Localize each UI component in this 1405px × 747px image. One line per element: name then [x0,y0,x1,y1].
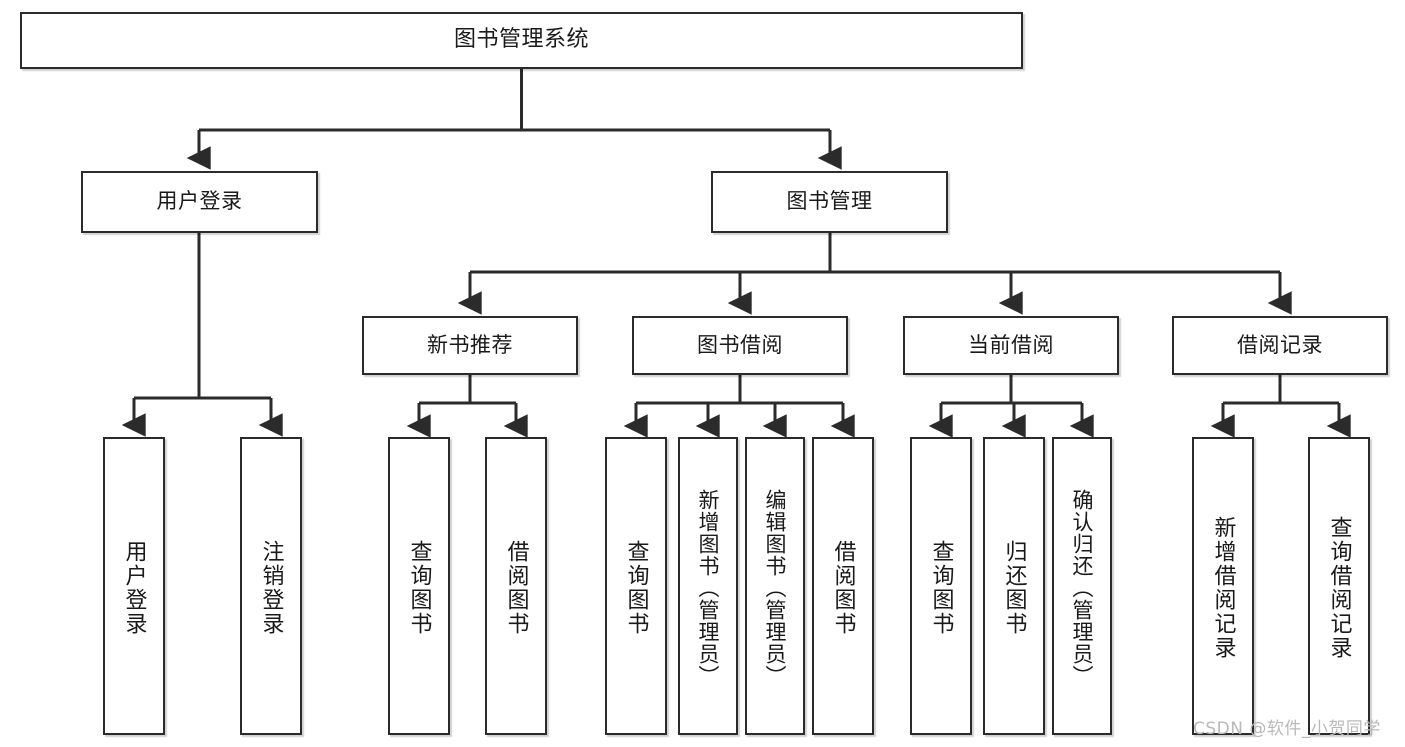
leaf-add-book[interactable]: 新增图书（管理员） [678,437,738,735]
leaf-query-book-1[interactable]: 查询图书 [388,437,450,735]
node-new-book-recommend[interactable]: 新书推荐 [362,316,578,375]
node-current-borrow-label: 当前借阅 [968,332,1054,357]
node-borrow-record-label: 借阅记录 [1237,332,1323,357]
leaf-return-book-label: 归还图书 [1001,540,1027,636]
node-book-manage[interactable]: 图书管理 [711,171,948,233]
leaf-query-book-2-label: 查询图书 [623,540,649,636]
node-current-borrow[interactable]: 当前借阅 [903,316,1119,375]
leaf-user-login[interactable]: 用户登录 [103,437,165,735]
leaf-return-book[interactable]: 归还图书 [983,437,1045,735]
leaf-confirm-return[interactable]: 确认归还（管理员） [1052,437,1112,735]
leaf-borrow-book-2[interactable]: 借阅图书 [812,437,874,735]
leaf-borrow-book-1[interactable]: 借阅图书 [485,437,547,735]
leaf-user-login-label: 用户登录 [121,540,147,636]
leaf-query-book-1-label: 查询图书 [406,540,432,636]
node-root[interactable]: 图书管理系统 [20,12,1023,69]
leaf-query-book-3-label: 查询图书 [928,540,954,636]
leaf-logout[interactable]: 注销登录 [240,437,302,735]
leaf-borrow-book-2-label: 借阅图书 [830,540,856,636]
leaf-query-book-2[interactable]: 查询图书 [605,437,667,735]
leaf-add-book-label: 新增图书（管理员） [696,489,721,687]
leaf-confirm-return-label: 确认归还（管理员） [1070,489,1095,687]
node-book-borrow-label: 图书借阅 [697,332,783,357]
leaf-add-borrow-record-label: 新增借阅记录 [1210,516,1236,660]
node-user-login[interactable]: 用户登录 [81,171,318,233]
leaf-query-borrow-record-label: 查询借阅记录 [1326,516,1352,660]
leaf-add-borrow-record[interactable]: 新增借阅记录 [1192,437,1254,735]
node-book-manage-label: 图书管理 [786,189,873,214]
leaf-borrow-book-1-label: 借阅图书 [503,540,529,636]
node-borrow-record[interactable]: 借阅记录 [1172,316,1388,375]
node-new-book-recommend-label: 新书推荐 [427,332,513,357]
leaf-logout-label: 注销登录 [258,540,284,636]
leaf-edit-book-label: 编辑图书（管理员） [763,489,788,687]
leaf-edit-book[interactable]: 编辑图书（管理员） [745,437,805,735]
node-root-label: 图书管理系统 [453,27,589,53]
leaf-query-borrow-record[interactable]: 查询借阅记录 [1308,437,1370,735]
node-book-borrow[interactable]: 图书借阅 [632,316,848,375]
node-user-login-label: 用户登录 [156,189,243,214]
leaf-query-book-3[interactable]: 查询图书 [910,437,972,735]
watermark-text: CSDN @软件_小贺同学 [1193,719,1381,739]
